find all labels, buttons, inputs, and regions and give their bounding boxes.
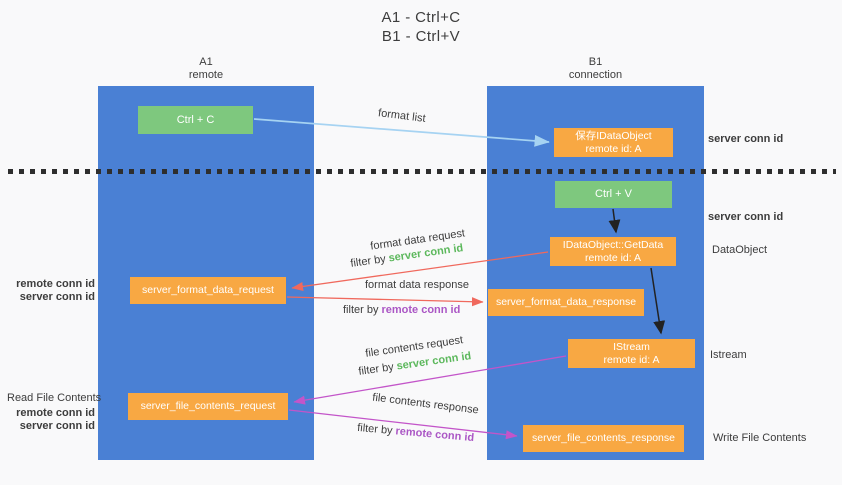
annotation-write-file-contents: Write File Contents	[713, 432, 807, 444]
annotation-remote-conn-id-left-2: remote conn id	[16, 407, 95, 419]
filter-by-text: filter by	[357, 361, 395, 378]
annotation-server-conn-id-right-2: server conn id	[708, 211, 784, 223]
annotation-server-conn-id-right-1: server conn id	[708, 133, 784, 145]
lifeline-a-name: A1	[199, 56, 213, 68]
lifeline-b-header: B1 connection	[487, 56, 704, 82]
node-server-file-contents-request: server_file_contents_request	[128, 393, 288, 420]
node-server-file-contents-response-label: server_file_contents_response	[531, 432, 675, 444]
node-ctrl-v-label: Ctrl + V	[595, 188, 632, 200]
node-server-file-contents-response: server_file_contents_response	[523, 425, 684, 452]
annotation-server-conn-id-left-2: server conn id	[19, 420, 95, 432]
lifeline-b-name: B1	[588, 56, 603, 68]
node-save-idataobject-line2: remote id: A	[585, 142, 642, 155]
arrow-format-data-response	[286, 296, 484, 307]
node-save-idataobject: 保存IDataObject remote id: A	[554, 128, 673, 157]
node-server-format-data-response-label: server_format_data_response	[495, 296, 637, 308]
node-server-format-data-request-label: server_format_data_request	[142, 284, 274, 296]
filter-by-text: filter by	[349, 253, 387, 270]
lifeline-b-role: connection	[568, 69, 623, 81]
annotation-istream: Istream	[710, 349, 747, 361]
filter-by-text: filter by	[343, 304, 379, 316]
edge-label-format-list: format list	[377, 107, 427, 125]
remote-conn-id-text: remote conn id	[395, 425, 475, 445]
node-ctrl-c: Ctrl + C	[138, 106, 253, 134]
lifeline-a-role: remote	[188, 69, 224, 81]
node-ctrl-v: Ctrl + V	[555, 181, 672, 208]
remote-conn-id-text: remote conn id	[381, 304, 461, 316]
annotation-remote-conn-id-left-1: remote conn id	[16, 278, 95, 290]
node-istream-line2: remote id: A	[603, 353, 660, 366]
filter-by-text: filter by	[356, 421, 394, 437]
node-idataobject-getdata: IDataObject::GetData remote id: A	[550, 237, 676, 266]
annotation-server-conn-id-left-1: server conn id	[19, 291, 95, 303]
edge-label-format-data-response: format data response	[365, 279, 469, 291]
edge-label-file-contents-response: file contents response	[371, 391, 480, 417]
node-idataobject-getdata-line2: remote id: A	[584, 251, 642, 264]
node-idataobject-getdata-line1: IDataObject::GetData	[562, 238, 664, 251]
node-server-format-data-request: server_format_data_request	[130, 277, 286, 304]
node-istream: IStream remote id: A	[568, 339, 695, 368]
node-ctrl-c-label: Ctrl + C	[176, 113, 215, 126]
diagram-title: A1 - Ctrl+C B1 - Ctrl+V	[0, 8, 842, 46]
node-save-idataobject-line1: 保存IDataObject	[575, 129, 652, 142]
annotation-read-file-contents: Read File Contents	[7, 392, 102, 404]
lifeline-a-header: A1 remote	[98, 56, 314, 82]
node-istream-line1: IStream	[613, 340, 650, 353]
phase-divider-dotted-line	[8, 169, 836, 174]
node-server-format-data-response: server_format_data_response	[488, 289, 644, 316]
title-line-2: B1 - Ctrl+V	[381, 28, 461, 45]
annotation-dataobject: DataObject	[712, 244, 768, 256]
title-line-1: A1 - Ctrl+C	[381, 9, 461, 26]
node-server-file-contents-request-label: server_file_contents_request	[140, 400, 276, 412]
